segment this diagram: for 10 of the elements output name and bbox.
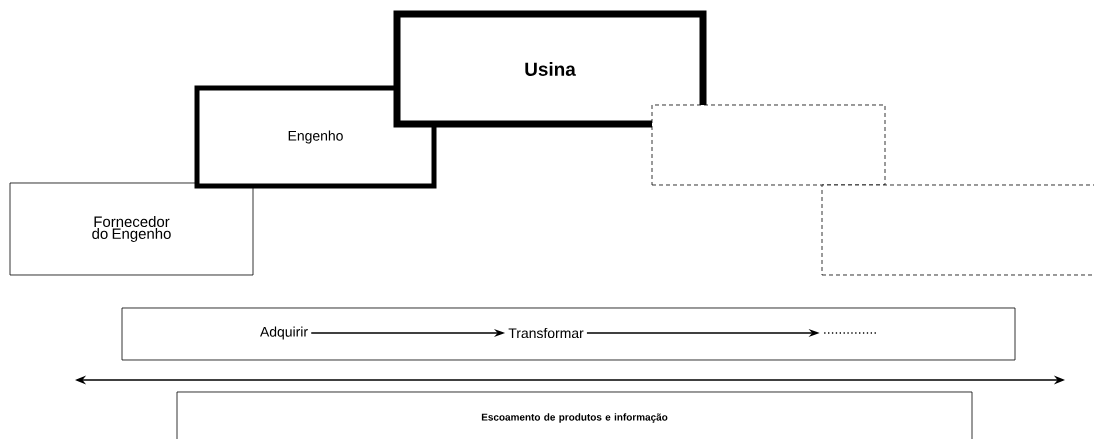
stage-box: Fornecedor do Engenho [9,182,254,276]
process-box [121,307,1016,361]
stage-box: Usina [393,10,707,128]
flow-box: Escoamento de produtos e informação [176,391,973,439]
dashed-box [651,104,886,186]
stage-box: Engenho [194,85,437,189]
step-label: Adquirir [260,326,308,340]
step-label: Transformar [508,327,584,339]
step-label: .............. [824,332,876,334]
dashed-box [821,184,1094,276]
